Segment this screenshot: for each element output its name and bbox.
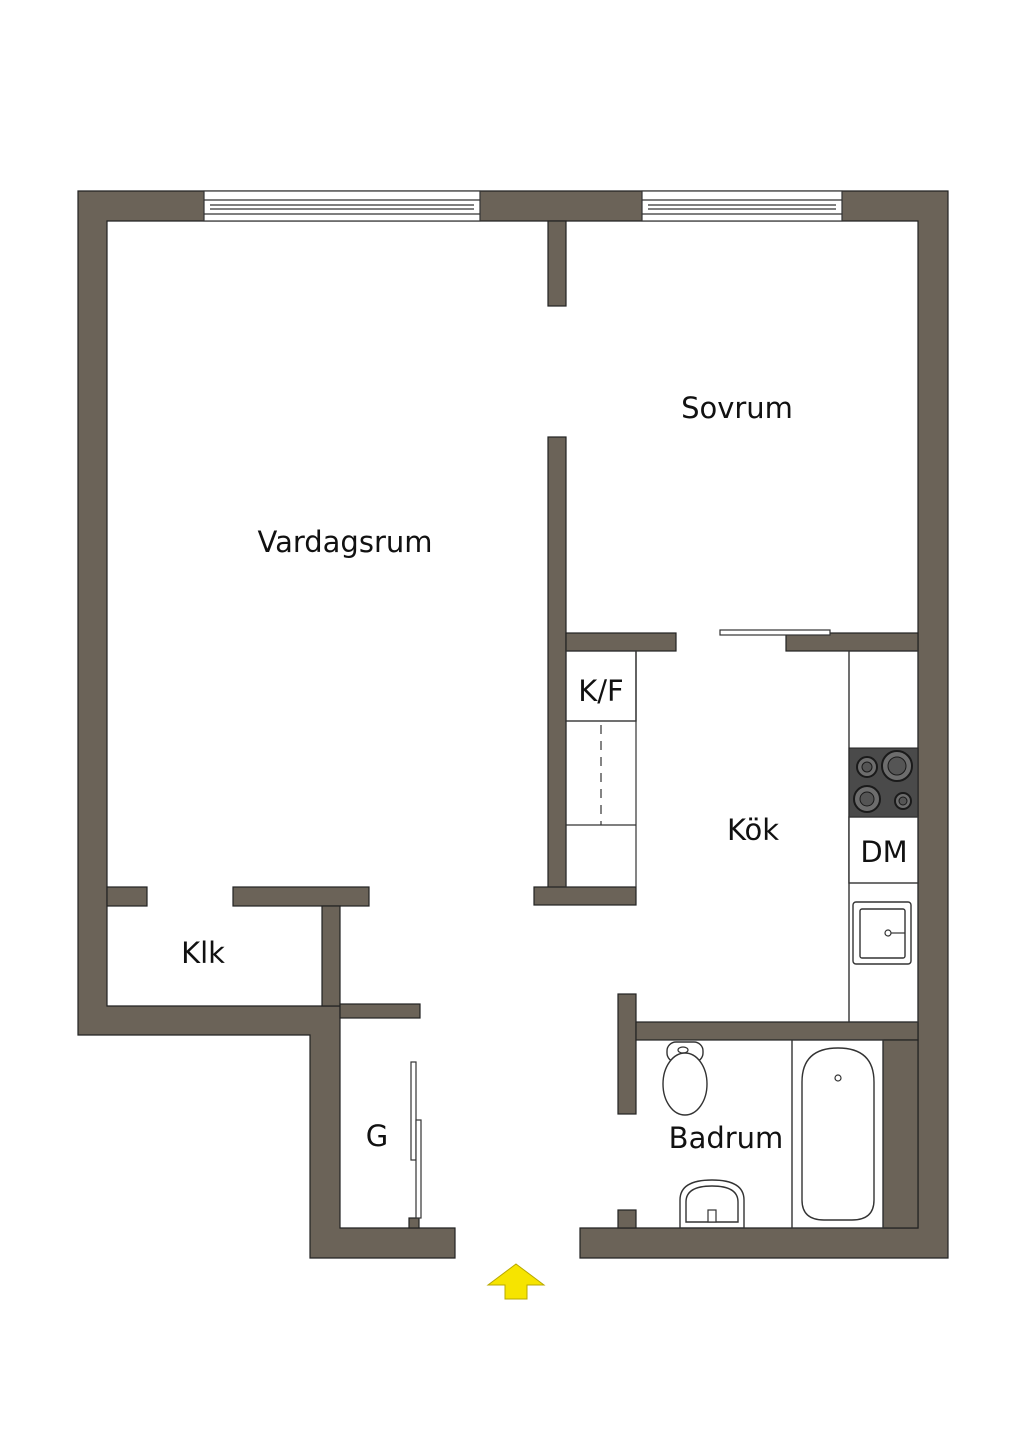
room-label-bathroom: Badrum (669, 1121, 784, 1155)
wall-partition-top (547, 220, 567, 307)
room-label-closet: Klk (181, 936, 225, 970)
fridge-freezer-label: K/F (578, 674, 623, 708)
room-label-bedroom: Sovrum (681, 391, 793, 425)
room-label-living: Vardagsrum (257, 525, 432, 559)
wall-wardrobe-stub (408, 1217, 420, 1229)
toilet-icon (662, 1041, 708, 1116)
wall-bath-left-lower (617, 1209, 637, 1229)
sliding-door-wardrobe (410, 1061, 422, 1219)
wall-bedroom-kitchen-right (785, 632, 919, 652)
wall-cabinet-end (533, 886, 637, 906)
room-label-wardrobe: G (366, 1119, 388, 1153)
wall-closet-stub (106, 886, 148, 907)
wall-bath-top (635, 1021, 919, 1041)
wall-wardrobe-top (339, 1003, 421, 1019)
sliding-door-bedroom (719, 629, 831, 636)
wall-closet-side (321, 905, 341, 1007)
window-bedroom (641, 190, 843, 222)
wall-bedroom-kitchen-left (565, 632, 677, 652)
dishwasher-label: DM (860, 835, 907, 869)
stove-icon (848, 747, 919, 818)
room-label-kitchen: Kök (727, 813, 779, 847)
fridge-freezer: K/F (565, 650, 637, 722)
kitchen-sink-icon (852, 901, 912, 965)
exterior-wall (77, 190, 949, 1259)
bathtub-icon (791, 1039, 884, 1229)
bathroom-sink-icon (679, 1179, 745, 1229)
room-labels: Vardagsrum Sovrum Kök Klk G Badrum (181, 391, 793, 1155)
wall-bath-left-upper (617, 993, 637, 1115)
window-living (203, 190, 481, 222)
dishwasher: DM (848, 816, 919, 884)
wall-partition-middle (547, 436, 567, 890)
wall-closet-top (232, 886, 370, 907)
kitchen-cabinet (565, 651, 637, 887)
entrance-arrow-icon (486, 1263, 546, 1300)
wall-bath-right (882, 1039, 919, 1229)
walls (77, 190, 949, 1259)
